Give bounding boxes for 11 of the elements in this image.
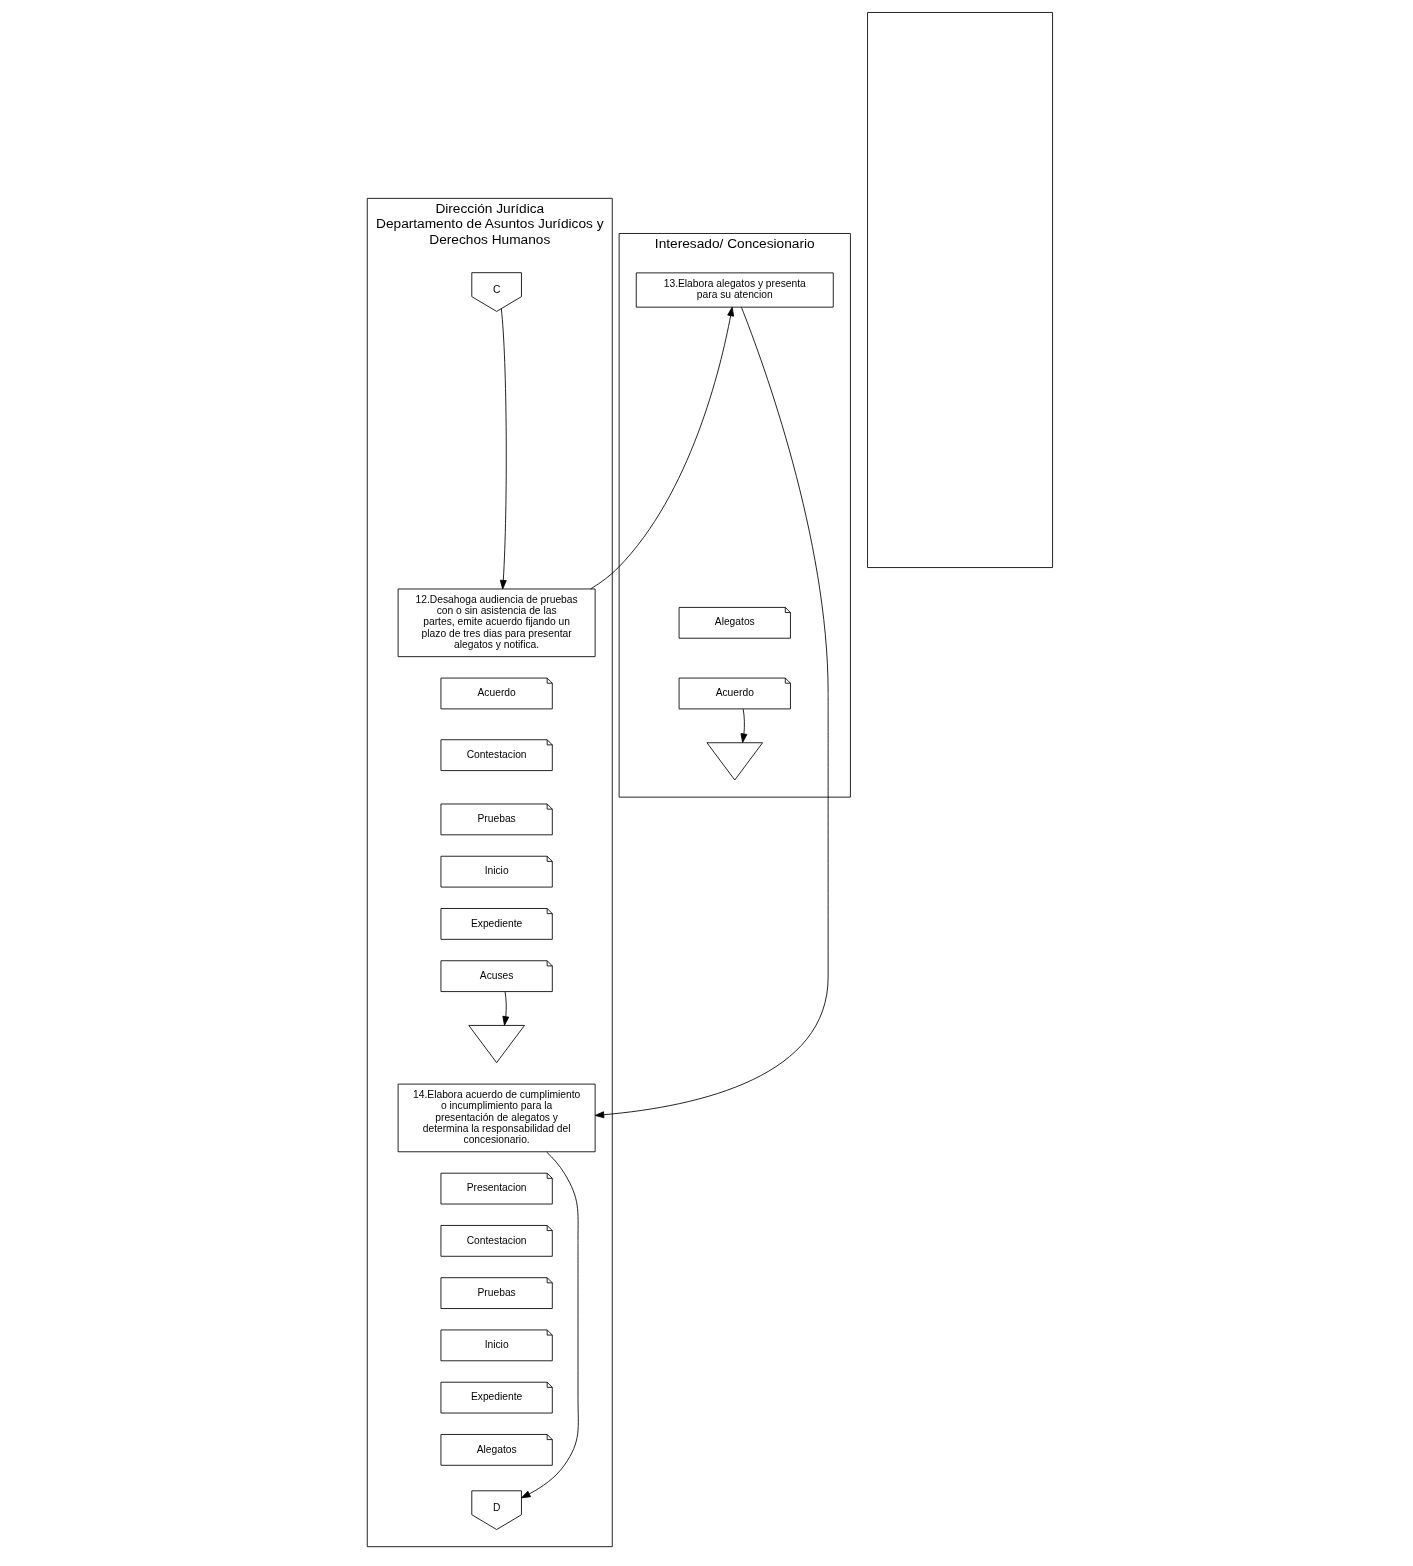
arrow — [594, 306, 829, 1119]
node-triangle — [468, 1025, 525, 1064]
node-triangle — [706, 742, 764, 781]
arrow — [740, 708, 748, 743]
node-box — [867, 12, 1053, 568]
arrow — [502, 991, 510, 1026]
arrow — [499, 308, 507, 590]
node-box: 12.Desahoga audiencia de pruebas con o sin asistencia de las partes, emite acuerdo fijando un plazo de tres dias para presentar alegatos y notifica. — [397, 588, 596, 658]
node-box: 13.Elabora alegatos y presenta para su atencion — [635, 272, 834, 308]
arrow — [590, 306, 735, 590]
node-box: 14.Elabora acuerdo de cumplimiento o incumplimiento para la presentación de alegatos y determina la responsabilidad del concesionario. — [397, 1083, 596, 1153]
